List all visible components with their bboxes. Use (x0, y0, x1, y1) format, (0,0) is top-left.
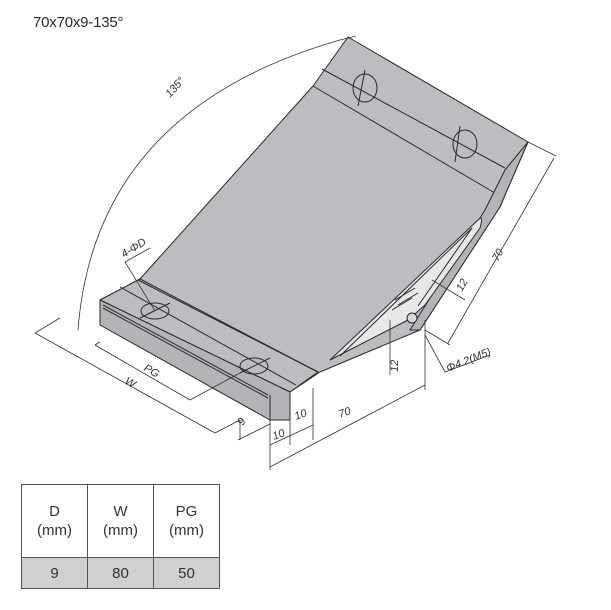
rib-label-upper: 12 (454, 277, 471, 294)
value-pg: 50 (153, 557, 220, 589)
rib-window (329, 217, 483, 361)
spec-header-row: D(mm) W(mm) PG(mm) (21, 484, 220, 558)
bracket-isometric-drawing: 135° 4-ΦD PG W 9 10 10 70 70 12 12 Φ4.2(… (34, 35, 557, 470)
tap-hole-label: Φ4.2(M5) (445, 346, 493, 375)
thickness-label: 9 (235, 416, 248, 427)
pg-label: PG (142, 362, 162, 381)
hole-lower-right (239, 357, 269, 375)
angle-arc (77, 35, 357, 331)
offset1-label: 10 (271, 427, 287, 443)
angle-label: 135° (163, 75, 188, 100)
hole-upper-left (352, 73, 378, 103)
spec-value-row: 9 80 50 (21, 557, 220, 589)
spec-table: D(mm) W(mm) PG(mm) 9 80 50 (21, 484, 220, 589)
header-w: W(mm) (87, 484, 154, 558)
part-title: 70x70x9-135° (33, 14, 124, 31)
hole-lower-left (140, 302, 170, 320)
value-w: 80 (87, 557, 154, 589)
header-pg: PG(mm) (153, 484, 220, 558)
value-d: 9 (21, 557, 88, 589)
hole-upper-right (452, 129, 478, 159)
length-right-label: 70 (490, 246, 507, 263)
rib-label-lower: 12 (389, 360, 401, 372)
offset2-label: 10 (293, 407, 309, 423)
length-bottom-label: 70 (337, 405, 353, 421)
base-plate-side (99, 299, 291, 421)
header-d: D(mm) (21, 484, 88, 558)
